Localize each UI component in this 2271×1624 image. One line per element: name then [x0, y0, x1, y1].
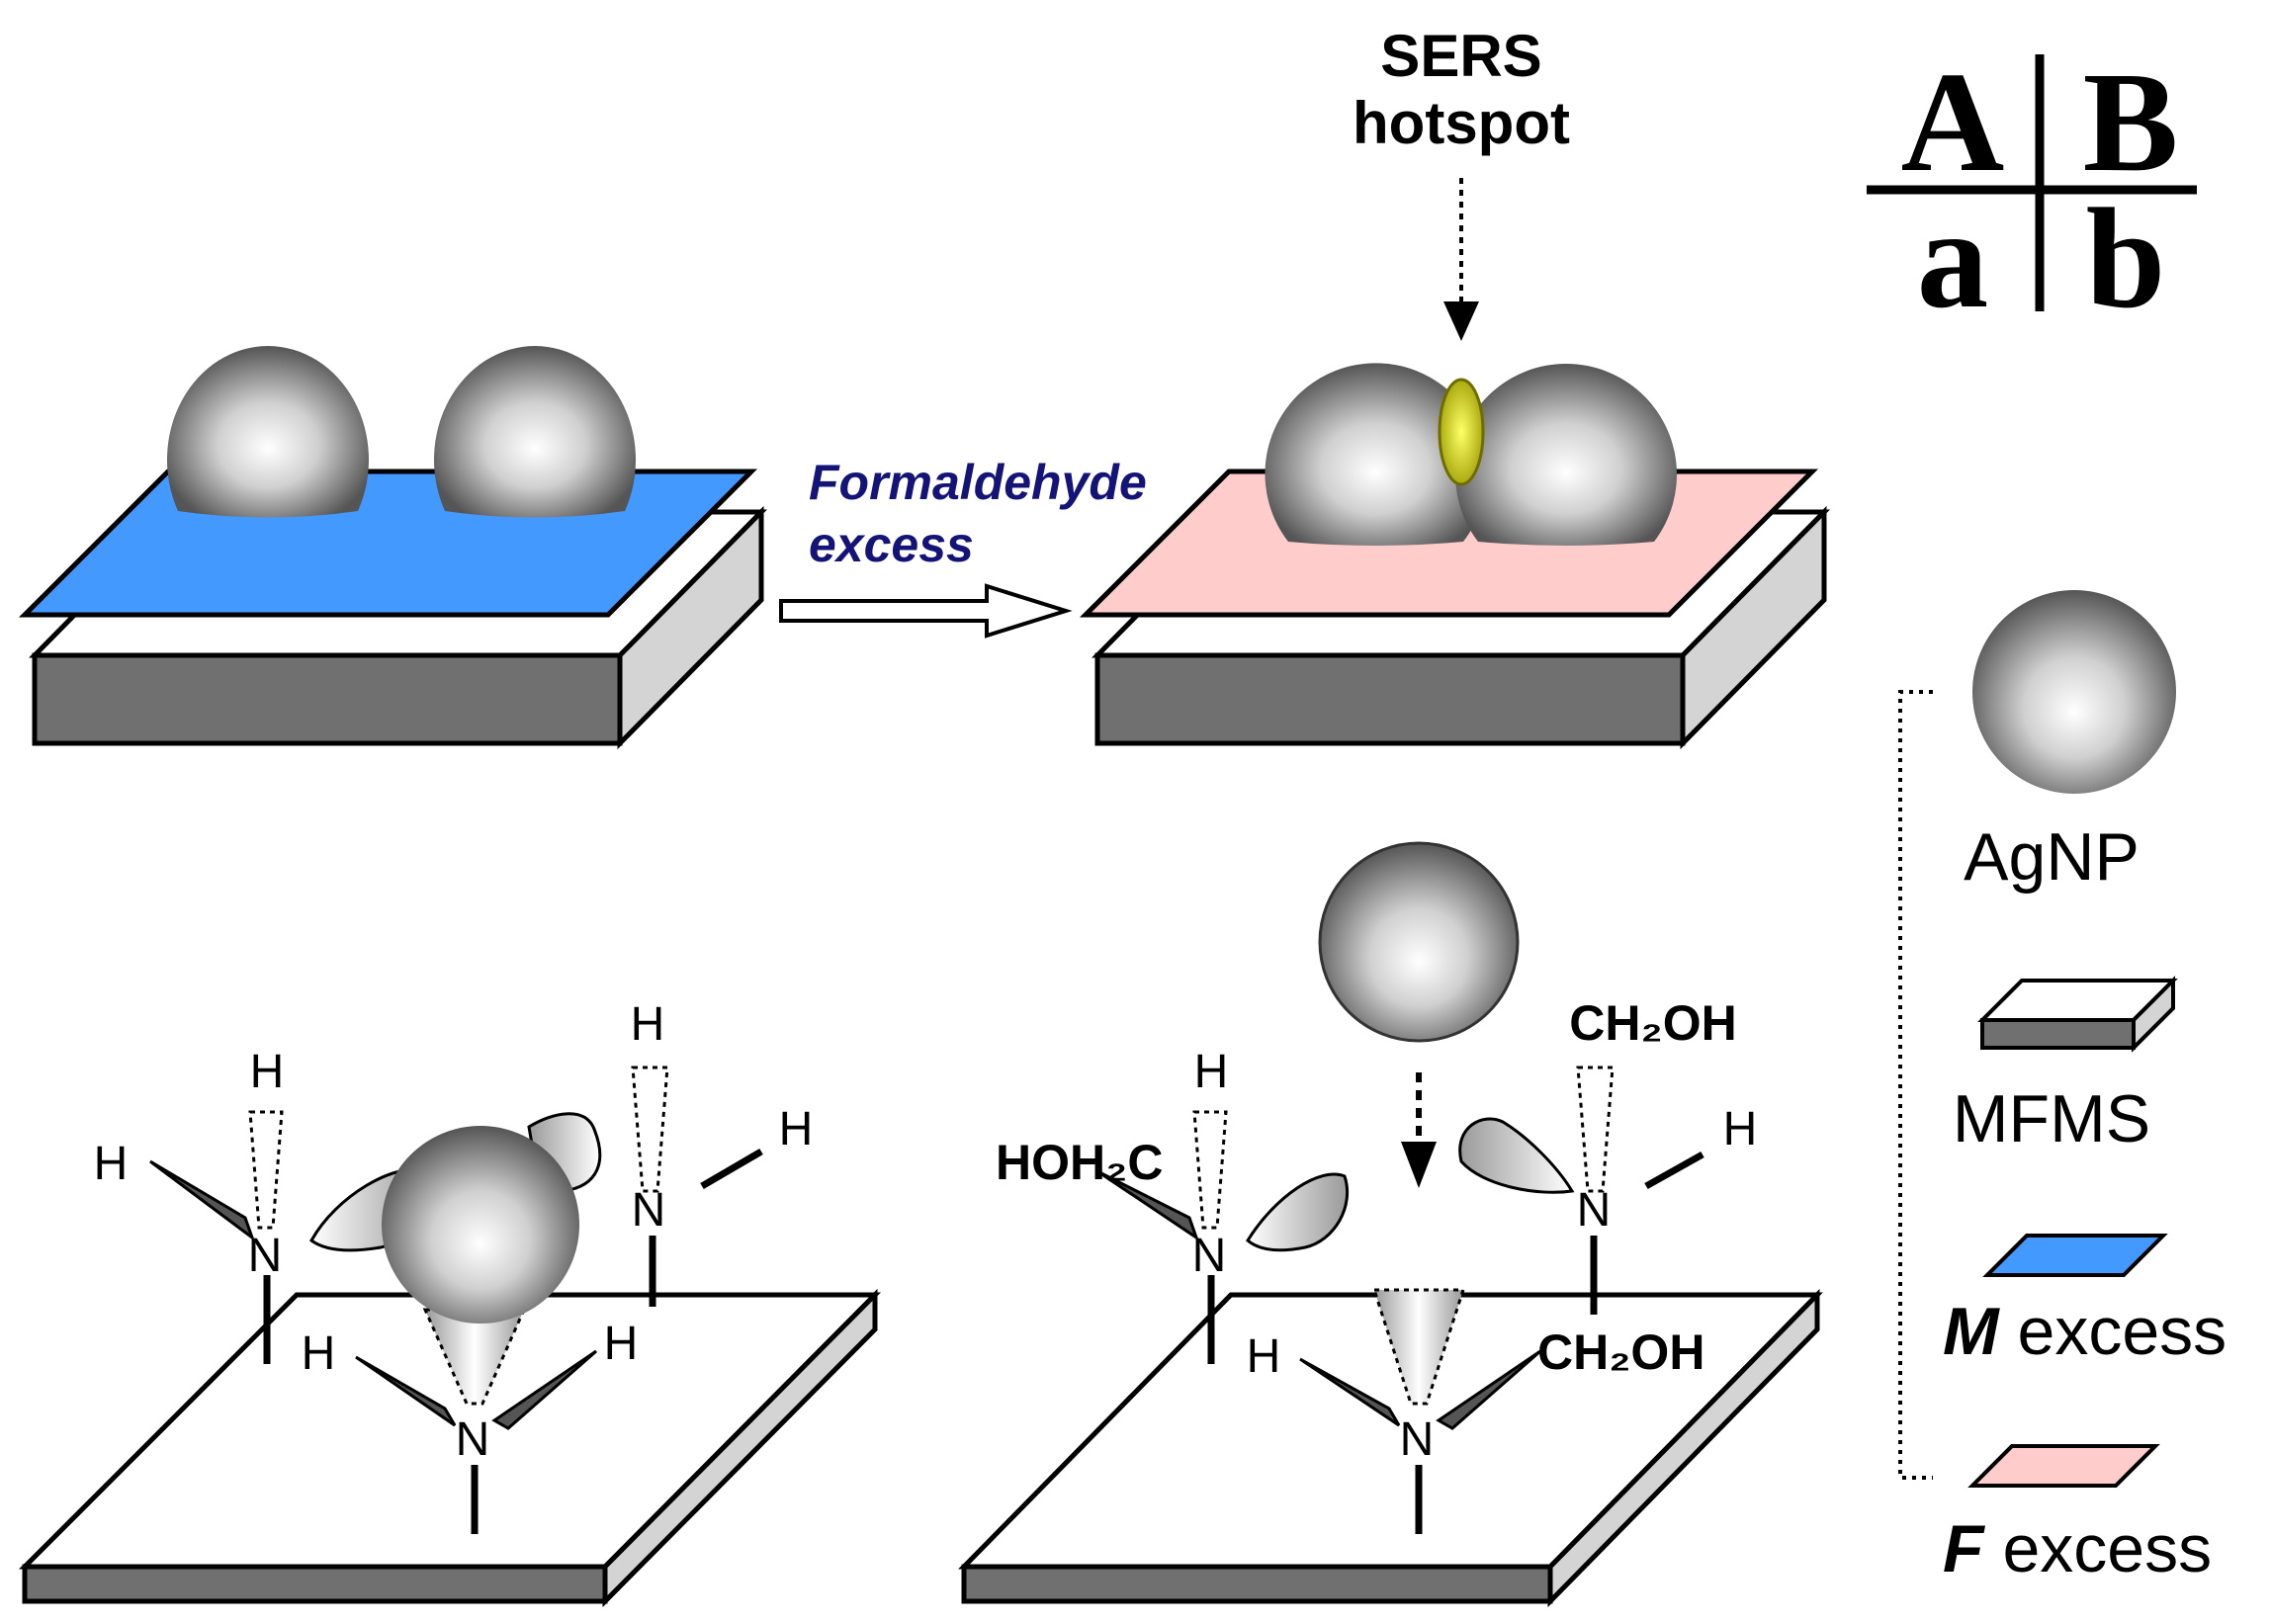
- legend-f-text: excess: [1984, 1511, 2213, 1586]
- legend-mfms-icon: [1977, 976, 2178, 1053]
- atom-b-N-bottom: N: [1400, 1413, 1435, 1466]
- legend-mfms-label: MFMS: [1953, 1081, 2150, 1156]
- agnp-sphere-B2: [1455, 364, 1678, 546]
- atom-N-right: N: [632, 1184, 666, 1237]
- lone-pair-b-left-dotted: [1192, 1110, 1228, 1230]
- key-label-a: a: [1917, 180, 1989, 338]
- legend-agnp-label: AgNP: [1964, 819, 2140, 895]
- lone-pair-left-dotted: [248, 1110, 284, 1230]
- atom-H-left: H: [94, 1138, 129, 1190]
- lone-pair-right-dotted: [631, 1066, 669, 1193]
- wedge-b-bottom-right: [1436, 1349, 1541, 1430]
- wedge-b-left: [1096, 1169, 1199, 1241]
- panel-b: HOH₂C N H CH₂OH N H H CH₂OH N: [958, 841, 1823, 1608]
- wedge-bond-left: [149, 1159, 256, 1242]
- wedge-bond-bottom-right: [491, 1349, 597, 1430]
- agnp-sphere-B1: [1265, 363, 1487, 546]
- hotspot-pointer-head: [1443, 301, 1479, 341]
- mfms-surface-a: [18, 1288, 882, 1608]
- bond-b-N-right-H: [1644, 1151, 1704, 1190]
- group-CH2OH-bottom: CH₂OH: [1537, 1325, 1704, 1380]
- atom-H-bottom-left: H: [302, 1327, 336, 1380]
- excess-label: excess: [809, 517, 974, 572]
- legend-m-excess-label: M excess: [1943, 1294, 2227, 1369]
- wedge-b-bottom-left: [1299, 1357, 1401, 1427]
- key-label-A: A: [1901, 43, 2005, 202]
- legend-m-text: excess: [1999, 1294, 2227, 1369]
- panel-B: SERS hotspot: [1079, 23, 1830, 750]
- legend-f-symbol: F: [1943, 1511, 1985, 1586]
- atom-N-bottom: N: [456, 1413, 490, 1466]
- legend-bracket: [1898, 690, 1933, 1480]
- agnp-halfsphere-A1: [167, 346, 369, 518]
- legend: AgNP MFMS M excess F excess: [1898, 590, 2227, 1586]
- group-HOH2C: HOH₂C: [996, 1135, 1163, 1190]
- atom-b-N-right: N: [1577, 1184, 1612, 1237]
- process-arrow: [779, 583, 1073, 639]
- lone-pair-cone-bottom: [422, 1308, 527, 1406]
- legend-f-excess-swatch: [1967, 1444, 2160, 1488]
- sers-label: SERS: [1380, 23, 1541, 89]
- wedge-bond-bottom-left: [355, 1355, 457, 1427]
- panel-a: H N H H N H H H N: [18, 998, 882, 1608]
- atom-H-left-top: H: [250, 1046, 285, 1098]
- agnp-halfsphere-A2: [433, 346, 636, 518]
- legend-m-excess-swatch: [1982, 1234, 2168, 1277]
- hotspot-label: hotspot: [1353, 90, 1570, 156]
- legend-m-symbol: M: [1943, 1294, 2000, 1369]
- key-label-B: B: [2083, 43, 2179, 202]
- lone-pair-lobe-b-right: [1458, 1117, 1575, 1194]
- lone-pair-b-right-dotted: [1576, 1066, 1615, 1193]
- atom-H-bottom-right: H: [604, 1318, 639, 1370]
- atom-H-right-top: H: [631, 998, 665, 1051]
- quadrant-key: A B a b: [1867, 43, 2197, 338]
- key-label-b: b: [2086, 180, 2166, 338]
- atom-b-H-right: H: [1723, 1103, 1758, 1155]
- atom-b-H-bottom: H: [1247, 1330, 1281, 1383]
- atom-N-left: N: [248, 1230, 283, 1282]
- agnp-falling-b: [1318, 841, 1520, 1043]
- group-CH2OH-top: CH₂OH: [1569, 995, 1736, 1051]
- agnp-captured-a: [382, 1126, 579, 1324]
- bond-N-right-H: [700, 1148, 763, 1190]
- lone-pair-cone-b-bottom: [1371, 1288, 1466, 1406]
- legend-f-excess-label: F excess: [1943, 1511, 2212, 1586]
- mfms-surface-b: [958, 1288, 1823, 1608]
- lone-pair-lobe-b-left: [1246, 1172, 1350, 1252]
- sers-hotspot: [1438, 378, 1485, 486]
- atom-H-right: H: [779, 1103, 814, 1155]
- formaldehyde-label: Formaldehyde: [809, 455, 1147, 510]
- panel-A: Formaldehyde excess: [18, 346, 1147, 750]
- atom-b-H-left-top: H: [1194, 1046, 1229, 1098]
- approach-arrow-head: [1401, 1142, 1437, 1188]
- legend-agnp-icon: [1972, 590, 2176, 794]
- atom-b-N-left: N: [1192, 1230, 1227, 1282]
